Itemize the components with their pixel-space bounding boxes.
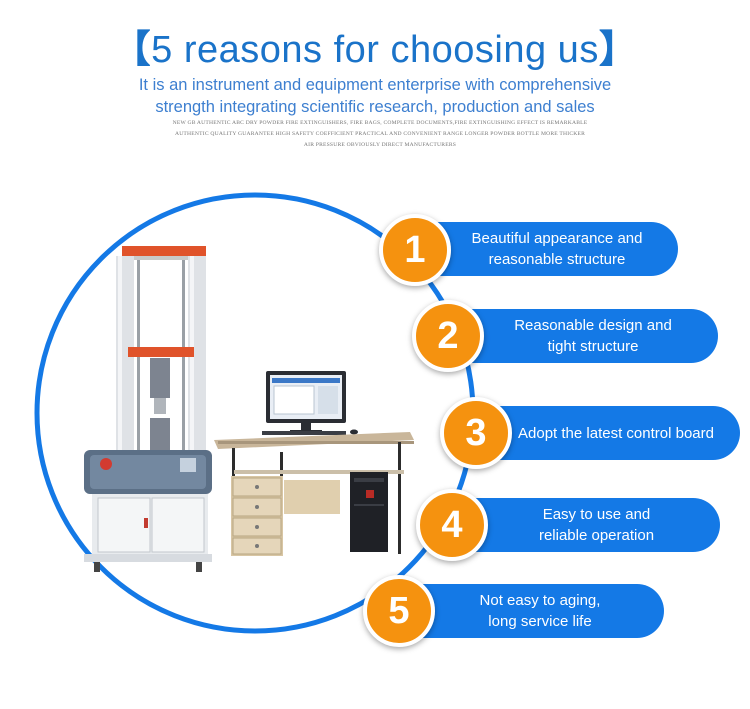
testing-machine: [84, 246, 212, 572]
reason-card-5: Not easy to aging, long service life: [390, 584, 664, 638]
subtitle: It is an instrument and equipment enterp…: [0, 74, 750, 118]
subtitle-line-2: strength integrating scientific research…: [155, 98, 595, 116]
title-text: 5 reasons for choosing us: [151, 29, 599, 71]
reason-text-5-line-2: long service life: [488, 613, 592, 630]
reason-text-4-line-2: reliable operation: [538, 527, 655, 544]
reason-text-1-line-2: reasonable structure: [488, 251, 626, 268]
reason-number-2: 2: [412, 300, 484, 372]
reason-text-3-line-1: Adopt the latest control board: [518, 424, 714, 442]
reason-text-2-line-1: Reasonable design and: [514, 317, 672, 334]
reason-text-1-line-1: Beautiful appearance and: [471, 230, 643, 247]
page-title: 【5 reasons for choosing us】: [0, 18, 750, 73]
reason-card-3: Adopt the latest control board: [474, 406, 740, 460]
subtitle-line-1: It is an instrument and equipment enterp…: [138, 76, 612, 94]
reason-number-1: 1: [379, 214, 451, 286]
reason-text-5-line-1: Not easy to aging,: [479, 592, 601, 609]
reason-card-2: Reasonable design and tight structure: [440, 309, 718, 363]
computer-desk: [214, 371, 414, 556]
reason-card-1: Beautiful appearance and reasonable stru…: [408, 222, 678, 276]
reason-text-4-line-1: Easy to use and: [542, 506, 651, 523]
fine-print: NEW GB AUTHENTIC ABC DRY POWDER FIRE EXT…: [172, 120, 588, 148]
title-bracket-left: 【: [112, 29, 152, 71]
reason-text-2-line-2: tight structure: [547, 338, 639, 355]
title-bracket-right: 】: [598, 29, 638, 71]
reason-number-3: 3: [440, 397, 512, 469]
reason-card-4: Easy to use and reliable operation: [445, 498, 720, 552]
reason-number-4: 4: [416, 489, 488, 561]
reason-number-5: 5: [363, 575, 435, 647]
